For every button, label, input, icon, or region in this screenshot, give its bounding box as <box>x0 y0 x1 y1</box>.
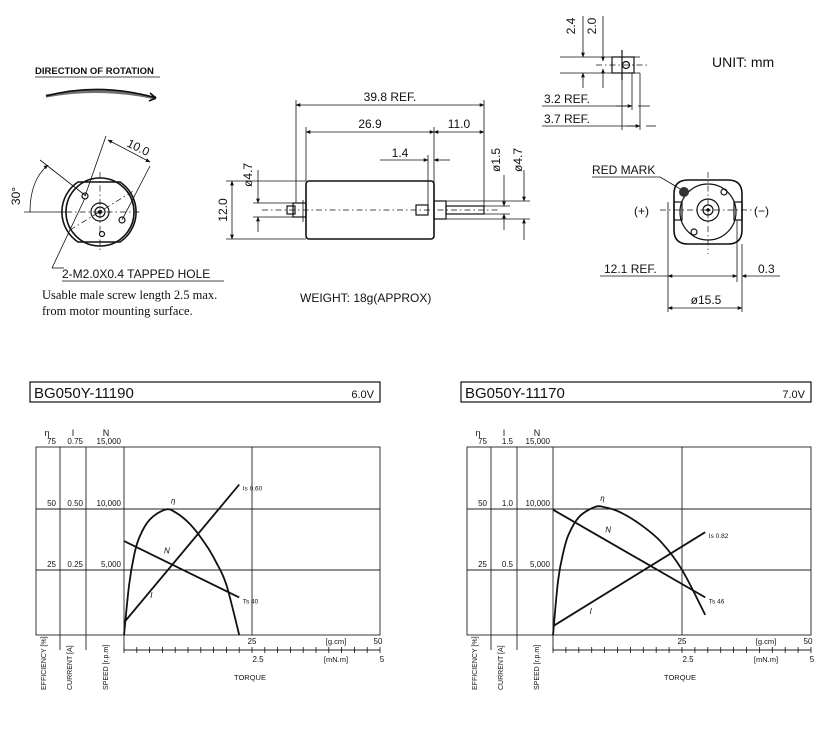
red-mark-label: RED MARK <box>592 163 655 177</box>
c1-xt-50: 50 <box>374 637 383 646</box>
series-label: I <box>150 591 153 600</box>
series-current-line <box>123 484 240 624</box>
direction-of-rotation: DIRECTION OF ROTATION <box>35 66 160 102</box>
dim-0-3: 0.3 <box>758 262 775 276</box>
c1-i-050: 0.50 <box>67 499 83 508</box>
c2-xt-5: 5 <box>810 655 815 664</box>
dim-12-1: 12.1 REF. <box>604 262 657 276</box>
note-line2: from motor mounting surface. <box>42 304 193 318</box>
c2-eta-50: 50 <box>478 499 487 508</box>
dim-11-0: 11.0 <box>448 117 471 131</box>
chart-annotation: Ts 46 <box>709 598 725 605</box>
c2-eta-75: 75 <box>478 437 487 446</box>
c2-sym-i: I <box>503 428 506 438</box>
chart-2: BG050Y-11170 7.0V η I N 75 50 25 1.5 1.0… <box>460 381 815 690</box>
dim-39-8: 39.8 REF. <box>364 90 417 104</box>
c1-xu-mnm: [mN.m] <box>324 655 348 664</box>
c2-xt-2-5: 2.5 <box>682 655 694 664</box>
chart-1-title: BG050Y-11190 <box>34 385 134 402</box>
chart-1: BG050Y-11190 6.0V η I N 75 50 25 0.75 0.… <box>29 381 385 690</box>
side-view: 39.8 REF. 26.9 11.0 1.4 ø4.7 12.0 ø1.5 <box>216 90 530 240</box>
angle-label: 30° <box>9 187 23 205</box>
c1-n-10000: 10,000 <box>97 499 122 508</box>
c1-eta-75: 75 <box>47 437 56 446</box>
c2-sym-eta: η <box>475 428 480 438</box>
c2-xu-gcm: [g.cm] <box>756 637 776 646</box>
c1-sym-i: I <box>72 428 75 438</box>
c1-eff-label: EFFICIENCY [%] <box>41 636 48 690</box>
series-speed-line <box>552 508 706 599</box>
c2-xlabel: TORQUE <box>664 673 696 682</box>
series-label: η <box>600 494 605 503</box>
c2-i-15: 1.5 <box>502 437 514 446</box>
c1-cur-label: CURRENT [A] <box>67 645 74 690</box>
rear-view: RED MARK (+) (−) 12.1 REF. 0.3 ø15.5 <box>592 163 780 312</box>
c2-xu-mnm: [mN.m] <box>754 655 778 664</box>
c1-n-15000: 15,000 <box>97 437 122 446</box>
series-speed-line <box>123 540 240 599</box>
c1-sym-eta: η <box>44 428 49 438</box>
hole-label: 2-M2.0X0.4 TAPPED HOLE <box>62 267 210 281</box>
unit-label: UNIT: mm <box>712 54 774 70</box>
chart-annotation: Ts 40 <box>243 598 259 605</box>
series-label: N <box>605 526 611 535</box>
c1-xt-25: 25 <box>248 637 257 646</box>
c1-xt-5: 5 <box>380 655 385 664</box>
dim-12-0: 12.0 <box>216 198 230 222</box>
chart-1-voltage: 6.0V <box>351 389 374 401</box>
c2-n-5000: 5,000 <box>530 560 551 569</box>
c1-i-025: 0.25 <box>67 560 83 569</box>
chart-annotation: Is 0.60 <box>243 486 263 493</box>
series-label: N <box>164 547 170 556</box>
c1-xlabel: TORQUE <box>234 673 266 682</box>
c2-xt-25: 25 <box>678 637 687 646</box>
c1-eta-50: 50 <box>47 499 56 508</box>
dim-3-7: 3.7 REF. <box>544 112 590 126</box>
series-label: η <box>171 497 176 506</box>
dim-2-4: 2.4 <box>564 17 578 34</box>
direction-label: DIRECTION OF ROTATION <box>35 66 154 77</box>
c1-xt-2-5: 2.5 <box>252 655 264 664</box>
c2-i-10: 1.0 <box>502 499 514 508</box>
chart-2-title: BG050Y-11170 <box>465 385 565 402</box>
c1-n-5000: 5,000 <box>101 560 122 569</box>
chart-2-voltage: 7.0V <box>782 389 805 401</box>
dim-phi4-7-left: ø4.7 <box>241 163 255 187</box>
c2-n-10000: 10,000 <box>526 499 551 508</box>
dim-1-4: 1.4 <box>392 146 409 160</box>
c2-cur-label: CURRENT [A] <box>498 645 505 690</box>
dim-2-0: 2.0 <box>585 17 599 34</box>
c2-sym-n: N <box>534 428 541 438</box>
c2-n-15000: 15,000 <box>526 437 551 446</box>
dim-3-2: 3.2 REF. <box>544 92 590 106</box>
weight-label: WEIGHT: 18g(APPROX) <box>300 291 431 305</box>
terminal-detail: 2.4 2.0 3.2 REF. 3.7 REF. <box>542 16 656 130</box>
chart-annotation: Is 0.82 <box>709 533 729 540</box>
red-mark <box>679 187 689 197</box>
front-view-left: 10.0 30° <box>9 135 152 269</box>
dim-26-9: 26.9 <box>358 117 382 131</box>
c1-spd-label: SPEED [r.p.m] <box>103 645 110 690</box>
dim-phi1-5: ø1.5 <box>489 148 503 172</box>
note-line1: Usable male screw length 2.5 max. <box>42 288 217 302</box>
c2-eff-label: EFFICIENCY [%] <box>472 636 479 690</box>
dim-phi15-5: ø15.5 <box>691 293 722 307</box>
c1-eta-25: 25 <box>47 560 56 569</box>
c1-xu-gcm: [g.cm] <box>326 637 346 646</box>
dim-phi4-7-right: ø4.7 <box>511 148 525 172</box>
series-label: I <box>590 607 593 616</box>
c1-sym-n: N <box>103 428 110 438</box>
c2-spd-label: SPEED [r.p.m] <box>534 645 541 690</box>
c2-xt-50: 50 <box>804 637 813 646</box>
c2-i-05: 0.5 <box>502 560 514 569</box>
series-efficiency-line <box>123 508 241 636</box>
minus-terminal-label: (−) <box>754 204 769 218</box>
c1-i-075: 0.75 <box>67 437 83 446</box>
c2-eta-25: 25 <box>478 560 487 569</box>
series-efficiency-line <box>552 505 707 636</box>
series-current-line <box>552 531 706 627</box>
plus-terminal-label: (+) <box>634 204 649 218</box>
